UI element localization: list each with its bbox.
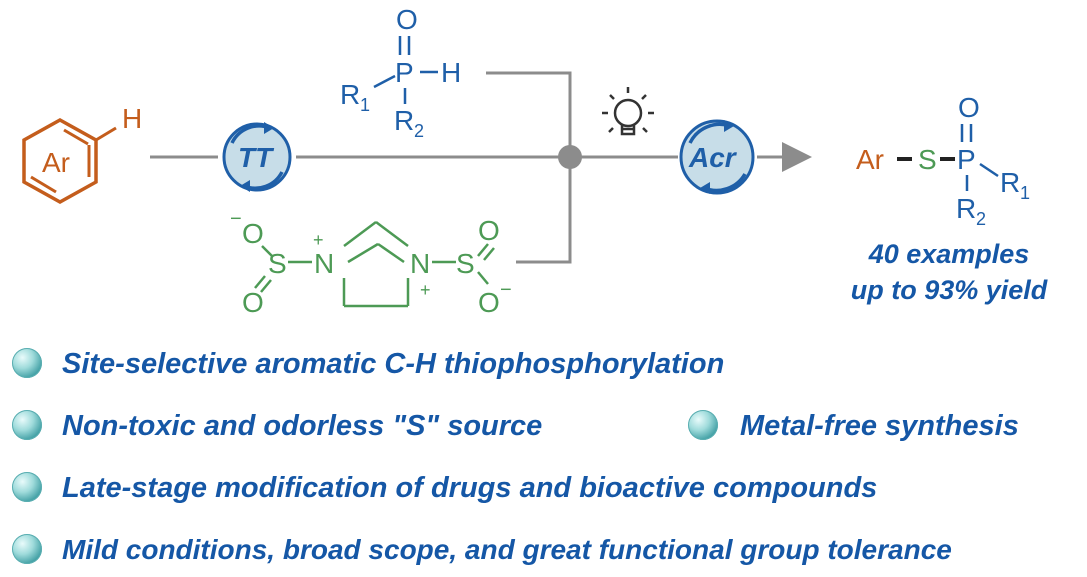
highlight-item-1: Site-selective aromatic C-H thiophosphor… xyxy=(62,348,725,380)
reagent-s-left: S xyxy=(268,248,287,279)
reagent-s-right: S xyxy=(456,248,475,279)
bullet-icon xyxy=(12,472,42,502)
product-ar: Ar xyxy=(856,144,884,175)
phosphine-h: H xyxy=(441,57,461,88)
phosphine-r1: R xyxy=(340,79,360,110)
highlight-item-5: Mild conditions, broad scope, and great … xyxy=(62,534,952,565)
catalyst-acr-label: Acr xyxy=(688,142,738,173)
reagent-plus-right: + xyxy=(420,280,431,300)
arene-h-label: H xyxy=(122,103,142,134)
bullet-icon xyxy=(12,534,42,564)
bullet-icon xyxy=(12,348,42,378)
reagent-o-bottomright: O xyxy=(478,287,500,318)
phosphine-p: P xyxy=(395,57,414,88)
reagent-o-topright: O xyxy=(478,215,500,246)
product-r1: R xyxy=(1000,167,1020,198)
phosphine-o: O xyxy=(396,4,418,35)
product-r2: R xyxy=(956,193,976,224)
product-r1-sub: 1 xyxy=(1020,183,1030,203)
product-s: S xyxy=(918,144,937,175)
phosphine-r2-sub: 2 xyxy=(414,121,424,141)
stats-examples: 40 examples xyxy=(868,239,1030,269)
arene-ring-label: Ar xyxy=(42,147,70,178)
reagent-minus-left: − xyxy=(230,208,242,230)
reagent-plus-left: + xyxy=(313,230,324,250)
reagent-n-left: N xyxy=(314,248,334,279)
reagent-o-topleft: O xyxy=(242,218,264,249)
reagent-o-bottomleft: O xyxy=(242,287,264,318)
yield-stats: 40 examples up to 93% yield xyxy=(836,236,1062,308)
highlight-item-3: Metal-free synthesis xyxy=(740,410,1019,442)
highlight-item-2: Non-toxic and odorless "S" source xyxy=(62,410,543,442)
light-bulb-icon xyxy=(602,87,654,136)
catalyst-acr: Acr xyxy=(679,119,755,195)
product-structure: Ar S O P R 1 R 2 xyxy=(856,92,1030,229)
sulfur-reagent-structure xyxy=(254,221,495,308)
arene-structure: Ar H xyxy=(22,103,142,205)
bullet-icon xyxy=(688,410,718,440)
reagent-minus-right: − xyxy=(500,279,512,301)
junction-node xyxy=(558,145,582,169)
product-r2-sub: 2 xyxy=(976,209,986,229)
phosphine-oxide-structure: O P H R 1 R 2 xyxy=(340,4,461,141)
stats-yield: up to 93% yield xyxy=(850,275,1048,305)
highlight-item-4: Late-stage modification of drugs and bio… xyxy=(62,472,878,504)
product-o: O xyxy=(958,92,980,123)
bullet-icon xyxy=(12,410,42,440)
phosphine-r1-sub: 1 xyxy=(360,95,370,115)
phosphine-r2: R xyxy=(394,105,414,136)
catalyst-tt: TT xyxy=(222,122,292,192)
reagent-n-right: N xyxy=(410,248,430,279)
catalyst-tt-label: TT xyxy=(238,142,275,173)
reaction-scheme: Ar H TT Acr xyxy=(22,4,1030,318)
sulfur-reagent-labels: O − S O N + N + S O O − xyxy=(230,208,512,318)
product-p: P xyxy=(957,144,976,175)
